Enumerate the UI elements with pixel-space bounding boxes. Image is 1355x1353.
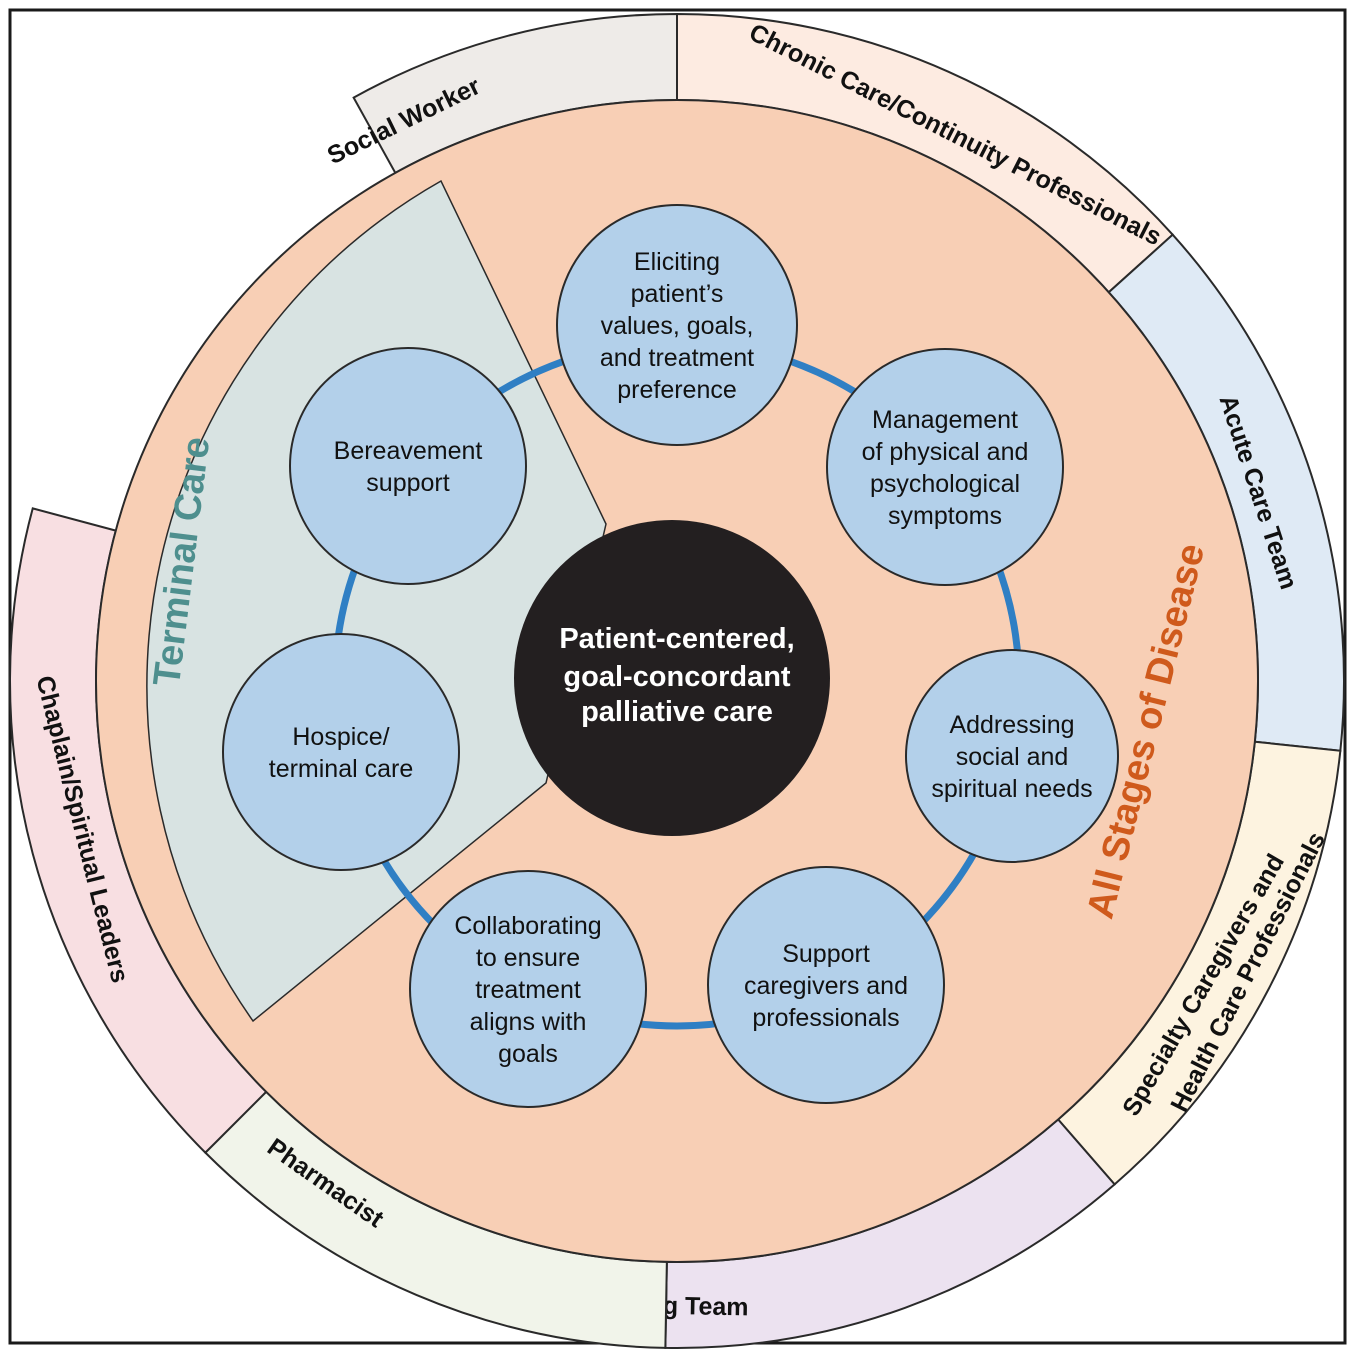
node-support-caregivers: Support caregivers and professionals — [707, 866, 945, 1104]
center-line-3: palliative care — [581, 696, 773, 728]
node-circle-support-caregivers — [707, 866, 945, 1104]
node-text-eliciting-values-line-1: Eliciting — [634, 248, 720, 276]
node-symptom-management: Management of physical and psychological sy… — [826, 348, 1064, 586]
node-text-treatment-alignment-line-4: aligns with — [470, 1008, 587, 1036]
node-text-treatment-alignment-line-5: goals — [498, 1040, 558, 1068]
node-text-eliciting-values-line-2: patient’s — [631, 280, 724, 308]
node-circle-eliciting-values — [556, 204, 798, 446]
node-text-support-caregivers-line-1: Support — [782, 940, 870, 968]
node-text-social-spiritual-needs-line-3: spiritual needs — [931, 775, 1092, 803]
node-text-support-caregivers-line-2: caregivers and — [744, 972, 908, 1000]
center-line-2: goal-concordant — [563, 661, 791, 693]
node-circle-social-spiritual-needs — [905, 649, 1119, 863]
node-text-symptom-management-line-4: symptoms — [888, 502, 1002, 530]
node-text-eliciting-values-line-5: preference — [617, 376, 737, 404]
node-circle-treatment-alignment — [409, 870, 647, 1108]
care-component-nodes: Eliciting patient’s values, goals, and trea… — [222, 204, 1119, 1108]
node-text-hospice-care-line-2: terminal care — [269, 755, 414, 783]
node-hospice-care: Hospice/terminal care — [222, 633, 460, 871]
node-text-treatment-alignment-line-3: treatment — [475, 976, 581, 1004]
node-bereavement-support: Bereavement support — [289, 347, 527, 585]
node-text-symptom-management-line-1: Management — [872, 406, 1018, 434]
node-circle-bereavement-support — [289, 347, 527, 585]
node-text-social-spiritual-needs-line-1: Addressing — [949, 711, 1074, 739]
node-text-eliciting-values-line-4: and treatment — [600, 344, 754, 372]
node-text-bereavement-support-line-2: support — [366, 469, 449, 497]
node-text-symptom-management-line-3: psychological — [870, 470, 1020, 498]
node-treatment-alignment: Collaborating to ensure treatment aligns wi… — [409, 870, 647, 1108]
node-text-treatment-alignment-line-1: Collaborating — [454, 912, 601, 940]
node-text-bereavement-support-line-1: Bereavement — [334, 437, 483, 465]
center-line-1: Patient-centered, — [559, 623, 794, 655]
node-text-symptom-management-line-2: of physical and — [862, 438, 1029, 466]
node-text-social-spiritual-needs-line-2: social and — [956, 743, 1069, 771]
node-text-hospice-care-line-1: Hospice/ — [292, 723, 389, 751]
node-text-support-caregivers-line-3: professionals — [752, 1004, 899, 1032]
node-eliciting-values: Eliciting patient’s values, goals, and trea… — [556, 204, 798, 446]
center-circle — [514, 520, 830, 836]
node-circle-hospice-care — [222, 633, 460, 871]
node-social-spiritual-needs: Addressing social and spiritual needs — [905, 649, 1119, 863]
center-hub: Patient-centered, goal-concordant pallia… — [514, 520, 830, 836]
node-text-treatment-alignment-line-2: to ensure — [476, 944, 580, 972]
node-circle-symptom-management — [826, 348, 1064, 586]
node-text-eliciting-values-line-3: values, goals, — [601, 312, 754, 340]
